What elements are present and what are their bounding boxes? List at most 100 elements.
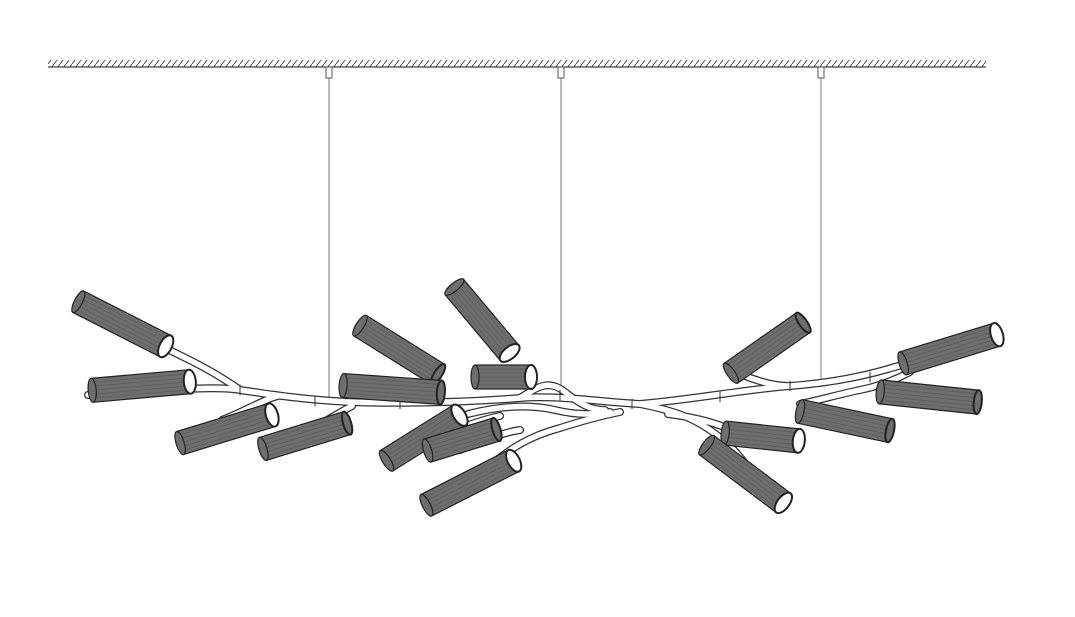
shade-rib (344, 393, 439, 401)
pendant-shade (257, 410, 354, 462)
shade-opening (450, 403, 469, 427)
pendant-shade (444, 278, 521, 363)
shade-rib (712, 439, 787, 496)
shade-rib (726, 440, 797, 450)
shade-rib (802, 407, 889, 427)
shade-rib (76, 309, 161, 353)
shade-rib (727, 424, 798, 434)
shade-opening (435, 379, 446, 406)
shade-rib (710, 442, 785, 499)
shade-cap (470, 364, 480, 390)
shade-opening (791, 427, 806, 454)
suspension-cables (325, 66, 825, 402)
shade-rib (94, 389, 189, 399)
pendant-shade (722, 311, 812, 384)
shade-rib (94, 385, 189, 395)
shade-opening (505, 448, 523, 473)
shade-rib (361, 326, 437, 374)
shade-rib (78, 305, 163, 350)
pendant-shade (875, 379, 983, 416)
shade-rib (727, 428, 798, 438)
shade-rib (708, 445, 782, 503)
shade-opening (157, 334, 175, 359)
shade-opening (989, 322, 1005, 348)
shade-cap (338, 373, 348, 399)
shade-cap (174, 430, 186, 456)
shade-rib (461, 283, 515, 347)
ceiling-canopy (325, 66, 333, 79)
shade-rib (431, 437, 497, 458)
shade-rib (803, 403, 890, 423)
shade-rib (363, 322, 439, 371)
shade-rib (431, 468, 516, 512)
shade-cap (257, 436, 269, 461)
shade-rib (93, 377, 188, 387)
shade-rib (906, 338, 997, 367)
shade-rib (904, 334, 996, 364)
shade-rib (903, 331, 994, 360)
shade-cap (698, 434, 716, 456)
shade-rib (902, 327, 993, 356)
shade-rib (727, 432, 797, 442)
pendant-shade (71, 290, 175, 359)
shade-rib (736, 330, 807, 379)
shade-rib (882, 391, 976, 403)
shade-rib (262, 415, 343, 442)
shade-rib (427, 422, 493, 443)
ceiling-hatching (48, 60, 986, 67)
shade-cap (87, 377, 97, 403)
shade-opening (340, 410, 354, 436)
shade-rib (265, 427, 347, 453)
shade-cap (421, 438, 434, 463)
shade-rib (427, 461, 513, 505)
pendant-shade (698, 434, 794, 515)
shade-rib (79, 302, 165, 346)
shade-rib (83, 295, 168, 339)
shade-rib (385, 412, 456, 457)
shade-opening (773, 491, 794, 515)
shade-rib (184, 422, 273, 451)
shade-cap (722, 362, 740, 384)
shade-rib (429, 429, 495, 451)
shade-rib (344, 389, 439, 397)
shade-rib (455, 288, 509, 352)
shade-rib (81, 298, 166, 343)
shade-opening (182, 368, 197, 395)
shade-opening (490, 416, 503, 443)
ceiling (48, 60, 986, 68)
shade-rib (388, 415, 458, 461)
shade-cap (419, 493, 434, 517)
shade-rib (801, 415, 888, 435)
pendant-shade (897, 322, 1005, 376)
shade-cap (794, 399, 806, 424)
shade-rib (705, 449, 780, 506)
shade-rib (730, 320, 800, 370)
shade-opening (972, 389, 983, 416)
shade-rib (180, 411, 269, 440)
shade-rib (458, 285, 512, 350)
suspension-cable-right (817, 66, 825, 387)
pendant-shade (378, 403, 469, 472)
shade-rib (727, 317, 798, 366)
shade-rib (383, 409, 454, 454)
shade-rib (365, 319, 441, 367)
shade-rib (179, 407, 268, 436)
shade-rib (801, 411, 889, 431)
pendant-shades (71, 278, 1005, 517)
shade-opening (264, 402, 280, 428)
shade-opening (498, 342, 521, 363)
shade-rib (800, 419, 887, 439)
pendant-shade (338, 372, 446, 406)
shade-rib (94, 381, 188, 391)
shade-rib (181, 415, 271, 443)
shade-rib (345, 385, 439, 393)
shade-cap (352, 314, 368, 337)
shade-rib (267, 430, 348, 457)
shade-rib (726, 436, 797, 446)
shade-rib (428, 425, 494, 447)
shade-rib (264, 423, 346, 449)
shade-opening (524, 364, 538, 390)
shade-rib (883, 383, 977, 395)
shade-cap (875, 379, 886, 405)
shade-rib (93, 373, 188, 383)
